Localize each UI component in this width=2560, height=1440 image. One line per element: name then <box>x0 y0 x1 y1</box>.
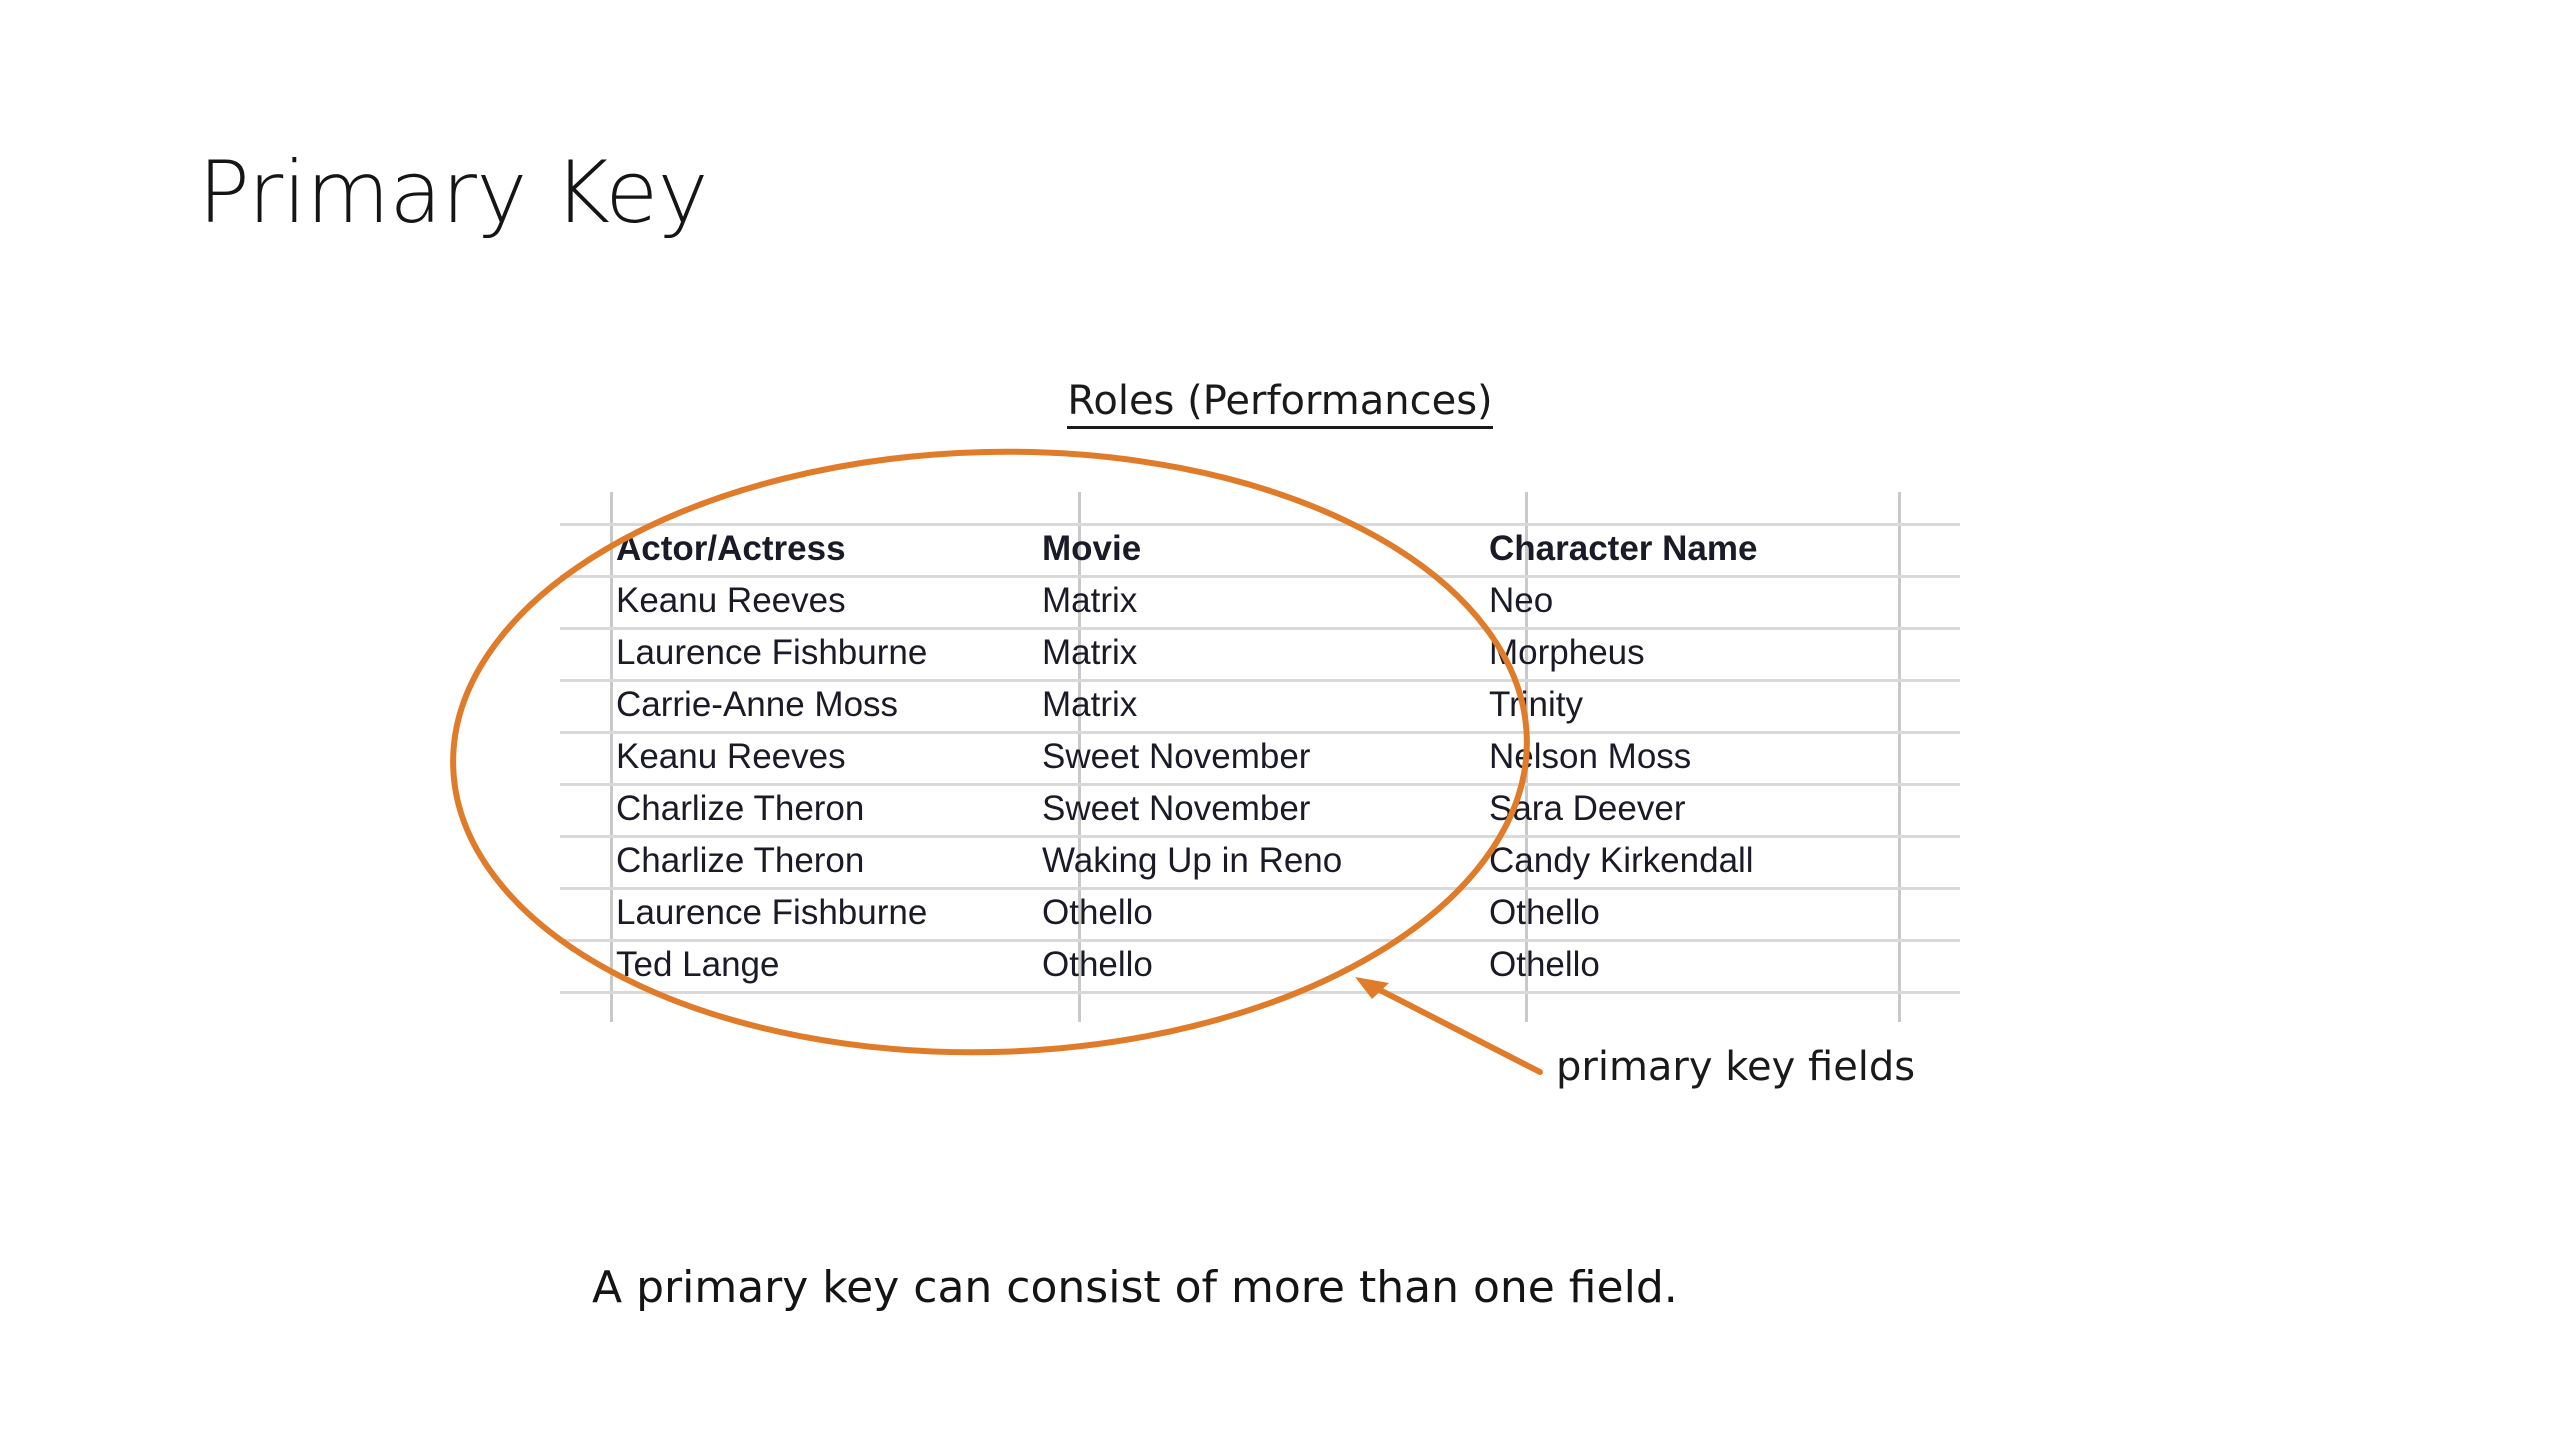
cell-actor: Keanu Reeves <box>616 737 846 776</box>
cell-movie: Waking Up in Reno <box>1042 841 1343 880</box>
table-row: Keanu Reeves Matrix Neo <box>560 575 1960 627</box>
cell-movie: Matrix <box>1042 633 1138 672</box>
table-row: Laurence Fishburne Matrix Morpheus <box>560 627 1960 679</box>
cell-movie: Matrix <box>1042 685 1138 724</box>
cell-actor: Carrie-Anne Moss <box>616 685 899 724</box>
page-title: Primary Key <box>198 143 709 243</box>
cell-movie: Othello <box>1042 893 1153 932</box>
table-caption: Roles (Performances) <box>0 378 2560 429</box>
table-row: Keanu Reeves Sweet November Nelson Moss <box>560 731 1960 783</box>
cell-character: Othello <box>1489 945 1600 984</box>
cell-actor: Laurence Fishburne <box>616 633 928 672</box>
callout-label-primary-key-fields: primary key fields <box>1556 1044 1916 1090</box>
table-row: Charlize Theron Waking Up in Reno Candy … <box>560 835 1960 887</box>
cell-movie: Matrix <box>1042 581 1138 620</box>
cell-character: Trinity <box>1489 685 1583 724</box>
gridline-horizontal <box>560 991 1960 994</box>
cell-character: Othello <box>1489 893 1600 932</box>
cell-movie: Sweet November <box>1042 737 1311 776</box>
table-row: Laurence Fishburne Othello Othello <box>560 887 1960 939</box>
cell-character: Neo <box>1489 581 1554 620</box>
gridline-vertical <box>1898 492 1901 1022</box>
cell-actor: Keanu Reeves <box>616 581 846 620</box>
cell-character: Candy Kirkendall <box>1489 841 1754 880</box>
table-row: Carrie-Anne Moss Matrix Trinity <box>560 679 1960 731</box>
table-header-row: Actor/Actress Movie Character Name <box>560 523 1960 575</box>
table-caption-text: Roles (Performances) <box>1067 378 1493 429</box>
cell-actor: Ted Lange <box>616 945 780 984</box>
cell-actor: Laurence Fishburne <box>616 893 928 932</box>
cell-actor: Charlize Theron <box>616 841 865 880</box>
table-row: Charlize Theron Sweet November Sara Deev… <box>560 783 1960 835</box>
column-header-movie: Movie <box>1042 529 1142 568</box>
cell-character: Morpheus <box>1489 633 1645 672</box>
column-header-actor: Actor/Actress <box>616 529 846 568</box>
roles-table: Actor/Actress Movie Character Name Keanu… <box>560 492 1960 1022</box>
cell-character: Nelson Moss <box>1489 737 1692 776</box>
cell-movie: Othello <box>1042 945 1153 984</box>
cell-movie: Sweet November <box>1042 789 1311 828</box>
slide-body-text: A primary key can consist of more than o… <box>592 1262 1678 1313</box>
cell-actor: Charlize Theron <box>616 789 865 828</box>
table-body: Actor/Actress Movie Character Name Keanu… <box>560 523 1960 991</box>
table-row: Ted Lange Othello Othello <box>560 939 1960 991</box>
column-header-character: Character Name <box>1489 529 1758 568</box>
cell-character: Sara Deever <box>1489 789 1686 828</box>
